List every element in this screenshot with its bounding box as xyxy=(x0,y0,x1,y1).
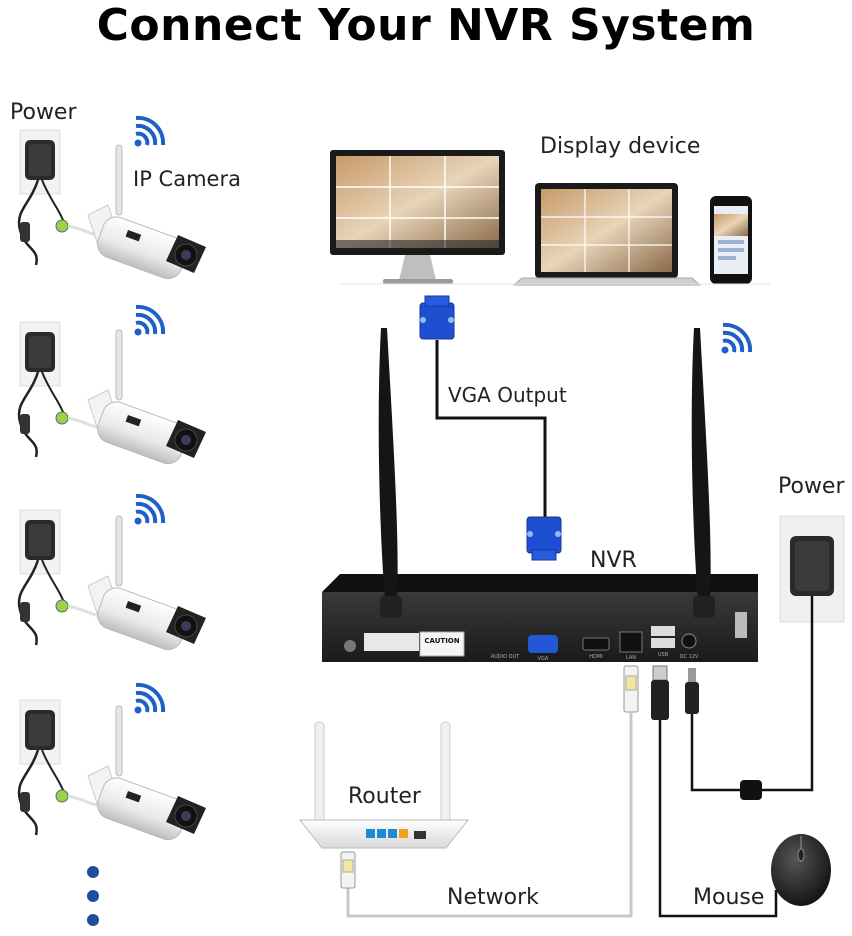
ip-camera-icon xyxy=(87,705,207,845)
network-cable xyxy=(346,712,633,918)
ip-camera-icon xyxy=(87,329,207,469)
power-adapter-icon xyxy=(779,515,845,623)
network-label: Network xyxy=(447,885,539,910)
router-label: Router xyxy=(348,784,421,809)
nvr-device: CAUTION AUDIO OUT VGA HDMI LAN USB DC 12… xyxy=(322,574,758,662)
wifi-icon xyxy=(132,115,166,149)
ip-camera-icon xyxy=(87,144,207,284)
antenna-icon xyxy=(691,328,715,618)
more-dot xyxy=(87,866,99,878)
port-audio-label: AUDIO OUT xyxy=(491,654,521,660)
ip-camera-label: IP Camera xyxy=(133,167,241,191)
port-lan-label: LAN xyxy=(626,655,636,661)
ethernet-plug-icon xyxy=(340,851,356,889)
power-label-right: Power xyxy=(778,474,845,499)
mouse-icon xyxy=(771,834,831,906)
mouse-label: Mouse xyxy=(693,885,765,910)
usb-plug-icon xyxy=(651,665,669,720)
nvr-label: NVR xyxy=(590,548,637,573)
dc-plug-icon xyxy=(685,668,699,714)
port-hdmi-label: HDMI xyxy=(589,654,602,660)
ferrite-core xyxy=(740,780,762,800)
port-dc-label: DC 12V xyxy=(680,654,699,660)
vga-cable xyxy=(435,340,547,518)
display-device-label: Display device xyxy=(540,134,701,159)
more-dot xyxy=(87,890,99,902)
wifi-icon xyxy=(132,304,166,338)
port-vga-label: VGA xyxy=(538,656,549,662)
vga-connector-icon xyxy=(526,516,562,561)
vga-output-label: VGA Output xyxy=(448,383,567,407)
port-usb-label: USB xyxy=(658,652,669,658)
mouse-cable xyxy=(658,720,778,918)
laptop-icon xyxy=(512,183,702,286)
wifi-icon xyxy=(132,493,166,527)
wifi-icon xyxy=(132,682,166,716)
router-icon xyxy=(298,721,470,849)
more-dot xyxy=(87,914,99,926)
power-label-left: Power xyxy=(10,100,77,125)
antenna-icon xyxy=(378,328,402,618)
wifi-icon xyxy=(719,322,753,356)
caution-label: CAUTION xyxy=(424,637,459,645)
diagram-title: Connect Your NVR System xyxy=(96,0,756,51)
monitor-icon xyxy=(330,150,505,284)
ip-camera-icon xyxy=(87,515,207,655)
vga-connector-icon xyxy=(419,295,455,340)
ethernet-plug-icon xyxy=(623,665,639,713)
smartphone-icon xyxy=(710,196,752,284)
